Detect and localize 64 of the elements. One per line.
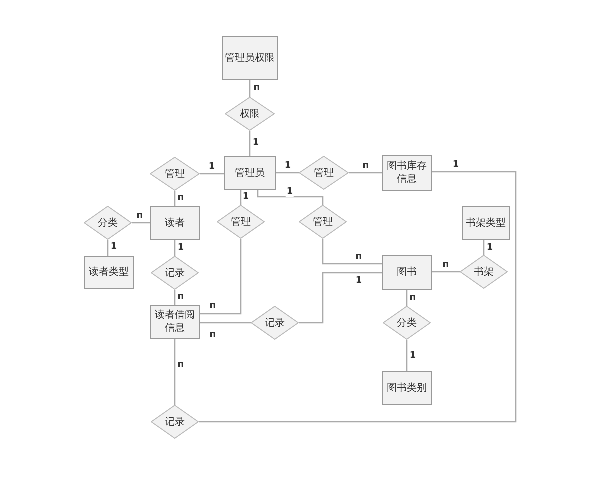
connector-line bbox=[107, 240, 109, 256]
entity-box: 图书库存信息 bbox=[382, 155, 432, 191]
relationship-diamond: 分类 bbox=[84, 206, 132, 240]
connector-line bbox=[174, 240, 176, 256]
cardinality-label: n bbox=[208, 330, 218, 340]
relationship-diamond: 管理 bbox=[299, 156, 349, 190]
cardinality-label: n bbox=[136, 211, 144, 221]
connector-line bbox=[174, 339, 176, 405]
cardinality-label: n bbox=[354, 252, 364, 262]
cardinality-label: 1 bbox=[208, 162, 216, 172]
connector-line bbox=[200, 322, 251, 324]
relationship-diamond: 记录 bbox=[151, 405, 199, 439]
entity-box: 图书 bbox=[382, 255, 432, 290]
connector-line bbox=[406, 340, 408, 371]
cardinality-label: n bbox=[362, 161, 370, 171]
connector-line bbox=[240, 190, 242, 205]
connector-line bbox=[483, 240, 485, 255]
cardinality-label: n bbox=[208, 301, 218, 311]
relationship-diamond: 书架 bbox=[460, 255, 508, 289]
relationship-diamond: 管理 bbox=[150, 157, 200, 191]
cardinality-label: 1 bbox=[408, 351, 418, 361]
cardinality-label: n bbox=[442, 260, 450, 270]
entity-box: 书架类型 bbox=[462, 206, 510, 240]
connector-line bbox=[249, 131, 251, 156]
cardinality-label: 1 bbox=[176, 243, 186, 253]
connector-line bbox=[200, 239, 242, 315]
connector-line bbox=[322, 239, 382, 265]
connector-line bbox=[349, 172, 382, 174]
connector-line bbox=[174, 290, 176, 305]
cardinality-label: n bbox=[408, 293, 418, 303]
cardinality-label: 1 bbox=[486, 243, 494, 253]
relationship-diamond: 记录 bbox=[151, 256, 199, 290]
connector-line bbox=[200, 173, 224, 175]
connector-line bbox=[132, 222, 150, 224]
entity-box: 图书类别 bbox=[382, 371, 432, 405]
cardinality-label: 1 bbox=[252, 138, 260, 148]
entity-box: 读者类型 bbox=[84, 256, 134, 289]
cardinality-label: 1 bbox=[286, 187, 294, 197]
cardinality-label: n bbox=[176, 193, 186, 203]
cardinality-label: n bbox=[176, 360, 186, 370]
cardinality-label: 1 bbox=[284, 161, 292, 171]
cardinality-label: 1 bbox=[242, 192, 250, 202]
relationship-diamond: 管理 bbox=[217, 205, 265, 239]
connector-line bbox=[276, 172, 299, 174]
relationship-diamond: 分类 bbox=[383, 306, 431, 340]
relationship-diamond: 权限 bbox=[225, 97, 275, 131]
cardinality-label: 1 bbox=[354, 276, 364, 286]
connector-line bbox=[299, 272, 382, 324]
entity-box: 读者 bbox=[150, 206, 200, 240]
connector-line bbox=[199, 171, 517, 423]
connector-line bbox=[174, 191, 176, 206]
entity-box: 读者借阅信息 bbox=[150, 305, 200, 339]
cardinality-label: 1 bbox=[452, 160, 460, 170]
entity-box: 管理员权限 bbox=[222, 36, 278, 80]
relationship-diamond: 记录 bbox=[251, 306, 299, 340]
cardinality-label: n bbox=[176, 292, 186, 302]
connector-line bbox=[257, 190, 324, 205]
entity-box: 管理员 bbox=[224, 156, 276, 190]
connector-line bbox=[432, 271, 460, 273]
connector-line bbox=[249, 80, 251, 97]
cardinality-label: n bbox=[252, 83, 262, 93]
connector-line bbox=[406, 290, 408, 306]
relationship-diamond: 管理 bbox=[299, 205, 347, 239]
cardinality-label: 1 bbox=[110, 242, 118, 252]
